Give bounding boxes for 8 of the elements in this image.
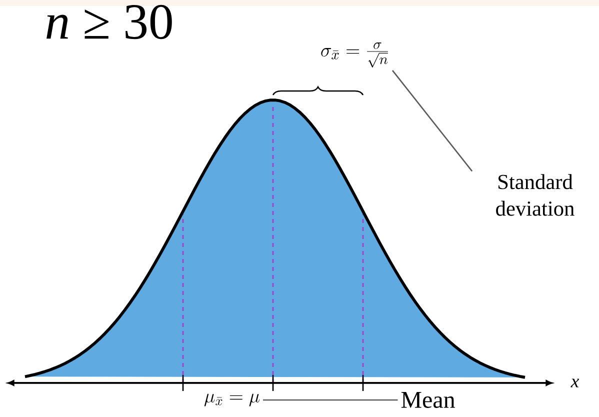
formula: $\mu_{\bar{x}} = \mu$ [204, 394, 260, 406]
annotation-text: Mean [401, 392, 455, 408]
formula: $\sigma_{\bar{x}} = \frac{\sigma}{\sqrt{n}}$ [321, 42, 388, 68]
leader-line [263, 399, 398, 401]
axis-label: x [570, 378, 579, 388]
annotation-text: Standard deviation [496, 174, 574, 216]
title: n ≥ 30 [46, 4, 172, 40]
leader-line [392, 70, 473, 172]
